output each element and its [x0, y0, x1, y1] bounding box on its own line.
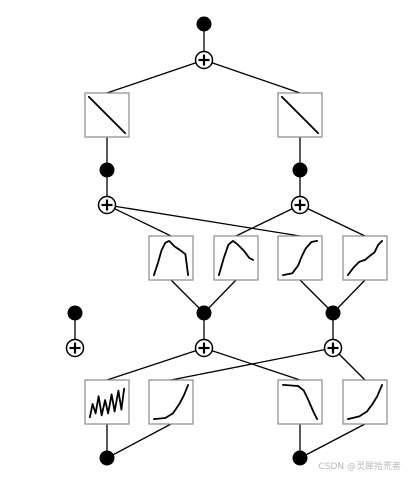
sum-node-sum_top [194, 50, 214, 70]
edge-sum2b-fn2_4 [299, 204, 366, 237]
activation-curve-fn2_3 [281, 239, 319, 277]
sum-node-sum2a [97, 195, 117, 215]
function-box-fn1_4 [342, 379, 388, 425]
edge-sum2a-fn2_1 [106, 204, 172, 237]
sum-node-sum1b [323, 338, 343, 358]
sum-node-sum1c [65, 338, 85, 358]
neuron-n1a [196, 305, 212, 321]
neuron-n1c [67, 305, 83, 321]
function-box-fn1_3 [277, 379, 323, 425]
neuron-in1 [99, 450, 115, 466]
neuron-out [196, 16, 212, 32]
edge-fn2_1-n1a [170, 279, 205, 314]
activation-curve-fn_top_r [280, 95, 320, 135]
edge-fn2_2-n1a [203, 279, 237, 314]
neuron-n1b [325, 305, 341, 321]
neuron-n2b [292, 162, 308, 178]
neuron-in2 [292, 450, 308, 466]
activation-curve-fn1_3 [281, 383, 319, 421]
edge-fn1_4-in2 [299, 423, 366, 459]
nodes-layer [65, 16, 388, 466]
function-box-fn2_2 [213, 235, 259, 281]
activation-curve-fn1_4 [346, 383, 384, 421]
edge-sum2a-fn2_3 [106, 204, 301, 237]
function-box-fn1_2 [148, 379, 194, 425]
edge-fn2_4-n1b [332, 279, 366, 314]
activation-curve-fn1_2 [152, 383, 190, 421]
activation-curve-fn2_2 [217, 239, 255, 277]
activation-curve-fn_top_l [87, 95, 127, 135]
sum-node-sum2b [290, 195, 310, 215]
edge-sum1b-fn1_2 [170, 347, 334, 381]
watermark: CSDN @灵犀拾荒者 [318, 462, 401, 472]
edge-sum1a-fn1_1 [106, 347, 205, 381]
edge-fn2_3-n1b [299, 279, 334, 314]
function-box-fn2_3 [277, 235, 323, 281]
function-box-fn_top_l [84, 92, 130, 138]
function-box-fn1_1 [84, 379, 130, 425]
function-box-fn_top_r [277, 92, 323, 138]
edge-sum2b-fn2_2 [235, 204, 301, 237]
activation-curve-fn1_1 [89, 387, 125, 419]
function-box-fn2_4 [342, 235, 388, 281]
activation-curve-fn2_4 [346, 239, 384, 277]
edge-sum_top-fn_top_r [203, 59, 301, 94]
neuron-n2a [99, 162, 115, 178]
edge-sum_top-fn_top_l [106, 59, 205, 94]
edge-fn1_2-in1 [106, 423, 172, 459]
activation-curve-fn2_1 [152, 239, 190, 277]
function-box-fn2_1 [148, 235, 194, 281]
sum-node-sum1a [194, 338, 214, 358]
